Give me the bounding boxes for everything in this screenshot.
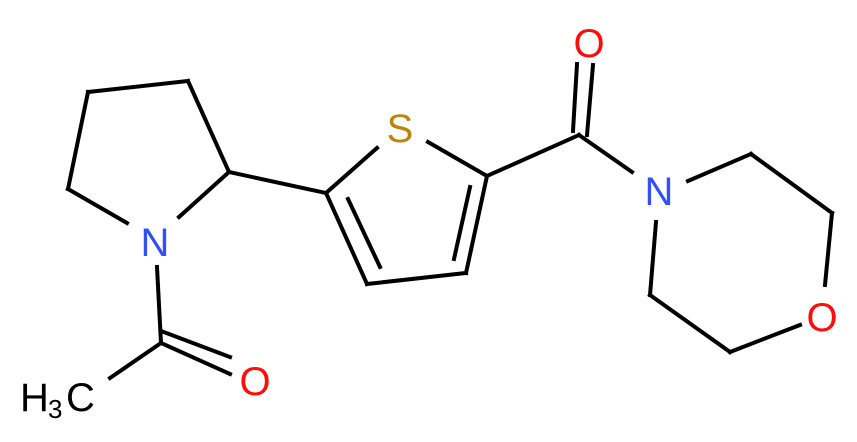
acetyl-group — [107, 264, 233, 381]
amide-carbonyl — [484, 61, 635, 179]
atom-label-oxygen-morpholine: O — [806, 296, 837, 340]
pyrrolidine-ring — [65, 78, 232, 226]
atom-label-nitrogen-pyrrolidine: N — [141, 221, 170, 265]
morpholine-ring — [647, 151, 835, 355]
atom-label-nitrogen-morpholine: N — [645, 170, 674, 214]
atom-label-oxygen-carbonyl: O — [573, 22, 604, 66]
thiophene-ring — [323, 139, 490, 287]
atom-label-sulfur: S — [387, 107, 414, 151]
atom-label-methyl: H 3 C — [20, 376, 95, 424]
methyl-subscript: 3 — [48, 394, 62, 424]
methyl-h: H — [20, 376, 49, 420]
atom-label-oxygen-acetyl: O — [239, 360, 270, 404]
methyl-c: C — [66, 376, 95, 420]
bond-pyrrolidine-thiophene — [226, 169, 329, 196]
